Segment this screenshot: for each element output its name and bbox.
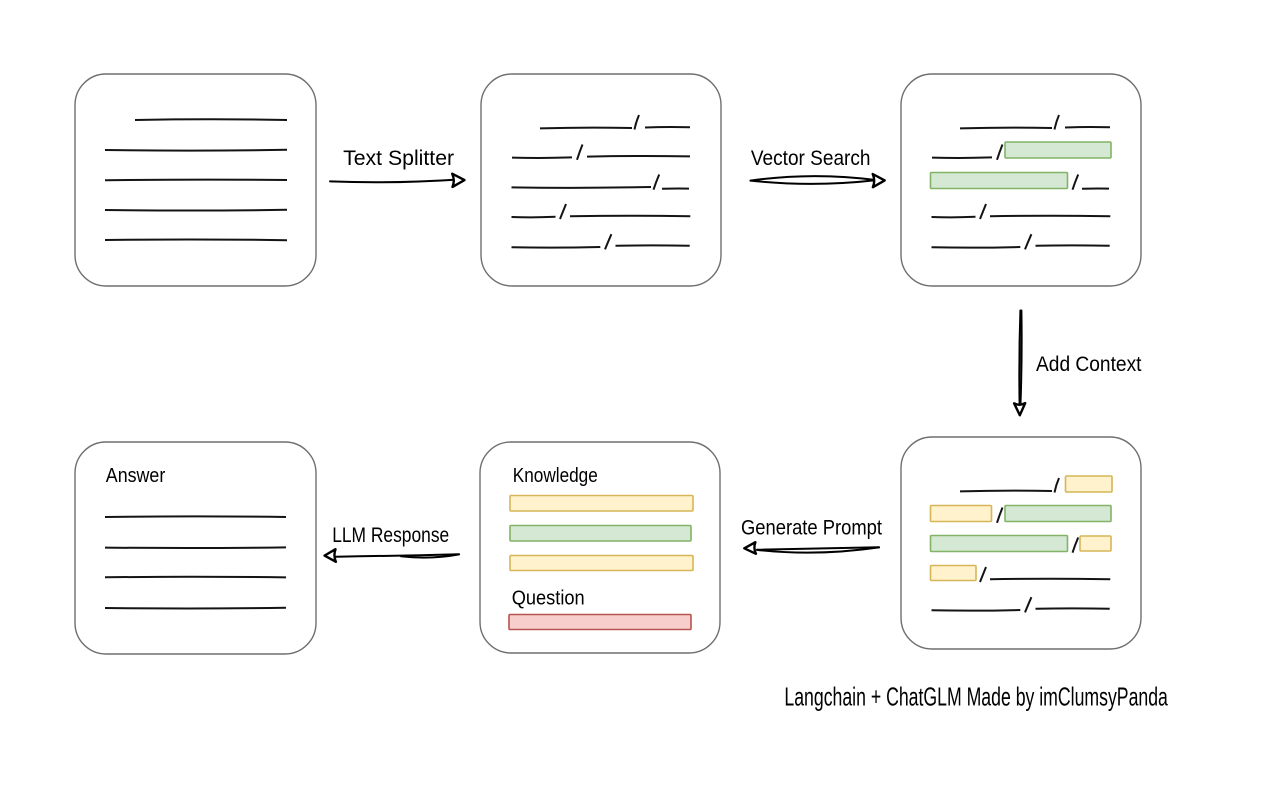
svg-text:Add Context: Add Context (1036, 353, 1142, 376)
svg-text:Generate Prompt: Generate Prompt (741, 516, 882, 539)
svg-text:Text Splitter: Text Splitter (343, 147, 454, 170)
svg-text:LLM Response: LLM Response (332, 524, 449, 547)
svg-text:Vector Search: Vector Search (751, 147, 871, 170)
svg-text:Answer: Answer (106, 464, 166, 487)
svg-text:Question: Question (512, 586, 585, 609)
svg-text:Knowledge: Knowledge (513, 464, 598, 487)
svg-text:Langchain + ChatGLM Made by im: Langchain + ChatGLM Made by imClumsyPand… (784, 681, 1168, 711)
